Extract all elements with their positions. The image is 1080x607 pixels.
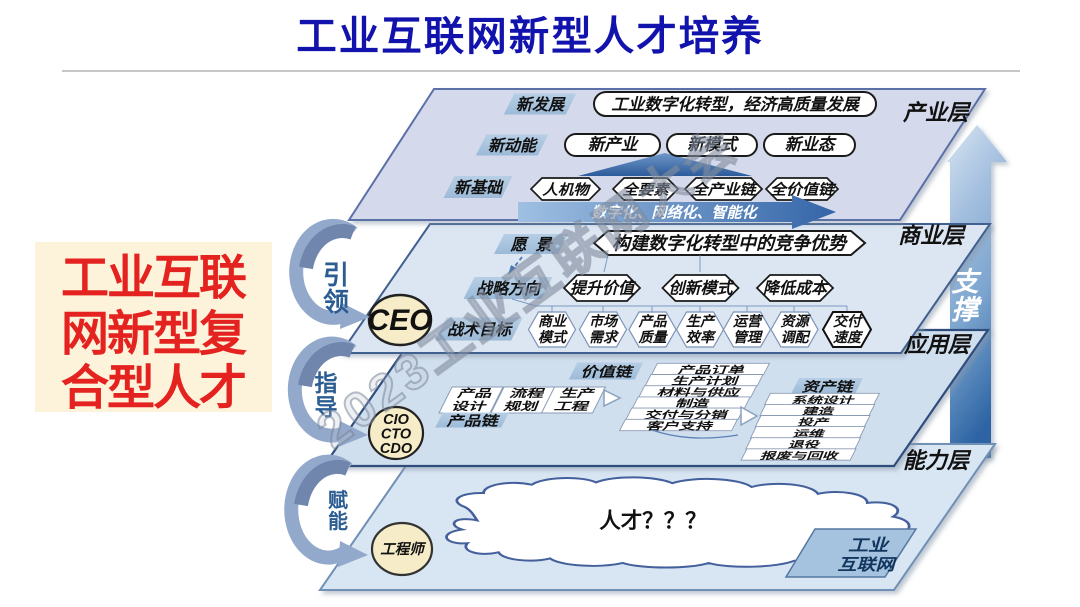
svg-text:愿 景: 愿 景 [510, 236, 554, 254]
svg-text:工程: 工程 [554, 400, 591, 413]
svg-text:材料与供应: 材料与供应 [657, 386, 742, 398]
svg-text:运维: 运维 [792, 428, 826, 439]
svg-text:工业数字化转型，经济高质量发展: 工业数字化转型，经济高质量发展 [611, 95, 861, 114]
svg-text:工程师: 工程师 [380, 541, 426, 558]
svg-text:生产计划: 生产计划 [671, 376, 740, 387]
svg-text:资产链: 资产链 [802, 379, 856, 395]
svg-text:商业: 商业 [538, 313, 568, 329]
svg-text:报废与回收: 报废与回收 [760, 450, 840, 461]
svg-text:交付与分销: 交付与分销 [644, 409, 730, 421]
svg-text:客户支持: 客户支持 [646, 420, 715, 432]
svg-text:产品订单: 产品订单 [676, 364, 745, 375]
svg-text:资源: 资源 [781, 313, 812, 329]
svg-text:全要素: 全要素 [622, 181, 671, 198]
svg-text:交付: 交付 [833, 313, 863, 329]
svg-text:生产: 生产 [560, 387, 596, 400]
svg-text:全价值链: 全价值链 [770, 181, 837, 198]
svg-text:质量: 质量 [638, 329, 669, 345]
svg-text:领: 领 [323, 287, 349, 317]
svg-text:退役: 退役 [788, 439, 822, 450]
svg-text:产品链: 产品链 [445, 413, 500, 429]
svg-text:设计: 设计 [451, 400, 487, 413]
svg-text:新动能: 新动能 [488, 137, 538, 155]
svg-text:需求: 需求 [589, 329, 619, 345]
svg-text:系统设计: 系统设计 [791, 395, 855, 406]
svg-text:构建数字化转型中的竞争优势: 构建数字化转型中的竞争优势 [612, 234, 848, 254]
svg-text:调配: 调配 [781, 329, 812, 345]
svg-text:制造: 制造 [675, 398, 711, 409]
svg-text:引: 引 [323, 260, 349, 290]
svg-text:能力层: 能力层 [903, 448, 972, 473]
svg-text:新产业: 新产业 [588, 135, 640, 154]
svg-text:投产: 投产 [797, 417, 831, 428]
svg-text:市场: 市场 [589, 313, 619, 329]
svg-text:产品: 产品 [638, 313, 668, 329]
svg-text:创新模式: 创新模式 [668, 280, 735, 298]
svg-text:CIO: CIO [383, 412, 410, 428]
svg-text:CEO: CEO [367, 304, 432, 337]
svg-text:产业层: 产业层 [902, 100, 972, 125]
svg-text:速度: 速度 [833, 329, 864, 345]
svg-text:撑: 撑 [952, 295, 983, 325]
svg-text:规划: 规划 [502, 400, 540, 413]
svg-text:工业: 工业 [848, 535, 891, 554]
svg-text:CDO: CDO [380, 441, 413, 457]
svg-text:工业互联网新型人才培养: 工业互联网新型人才培养 [296, 13, 764, 59]
svg-text:应用层: 应用层 [903, 332, 973, 357]
svg-text:效率: 效率 [686, 329, 717, 345]
svg-text:战术目标: 战术目标 [447, 321, 513, 339]
svg-text:提升价值: 提升价值 [570, 280, 637, 298]
svg-text:人才？？？: 人才？？？ [599, 508, 707, 533]
svg-text:支: 支 [952, 267, 983, 297]
svg-text:商业层: 商业层 [898, 223, 967, 248]
svg-text:产品: 产品 [456, 387, 492, 400]
svg-text:数字化、网络化、智能化: 数字化、网络化、智能化 [591, 204, 758, 222]
svg-text:网新型复: 网新型复 [61, 308, 247, 361]
svg-text:工业互联: 工业互联 [61, 252, 247, 305]
svg-text:价值链: 价值链 [581, 364, 635, 380]
svg-text:模式: 模式 [538, 329, 568, 345]
svg-text:建造: 建造 [801, 406, 836, 417]
svg-text:人机物: 人机物 [542, 182, 592, 198]
svg-text:流程: 流程 [509, 387, 546, 400]
svg-text:导: 导 [315, 394, 338, 420]
svg-text:新模式: 新模式 [687, 135, 739, 154]
svg-text:全产业链: 全产业链 [692, 181, 759, 198]
svg-text:管理: 管理 [733, 329, 763, 345]
svg-text:运营: 运营 [733, 313, 764, 329]
svg-text:能: 能 [328, 509, 348, 533]
svg-text:新业态: 新业态 [785, 135, 837, 154]
svg-text:指: 指 [315, 370, 338, 396]
svg-text:新发展: 新发展 [516, 96, 566, 114]
svg-text:战略方向: 战略方向 [476, 280, 542, 298]
svg-text:降低成本: 降低成本 [763, 280, 829, 298]
svg-text:互联网: 互联网 [838, 555, 898, 573]
svg-text:新基础: 新基础 [454, 179, 504, 197]
svg-text:合型人才: 合型人才 [61, 362, 245, 415]
svg-text:生产: 生产 [686, 313, 716, 329]
svg-text:赋: 赋 [328, 488, 348, 512]
svg-text:CTO: CTO [381, 427, 412, 443]
